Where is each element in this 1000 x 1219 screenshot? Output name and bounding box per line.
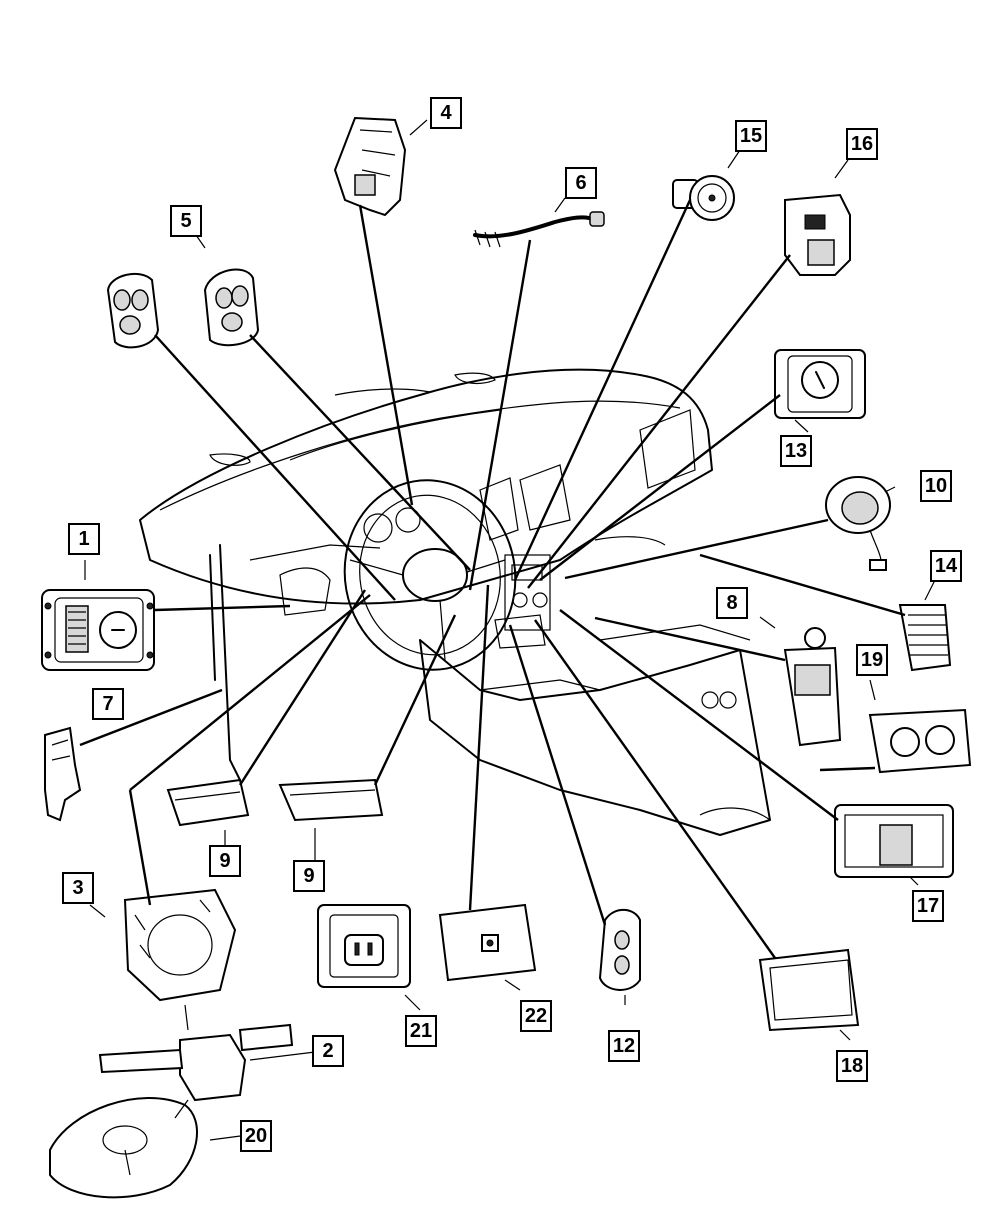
callout-7: 7 bbox=[92, 688, 124, 720]
power-outlet-part bbox=[317, 904, 411, 988]
switch-bezel-part bbox=[834, 804, 954, 878]
callout-16: 16 bbox=[846, 128, 878, 160]
callout-3: 3 bbox=[62, 872, 94, 904]
ignition-switch-part bbox=[672, 175, 735, 221]
callout-5: 5 bbox=[170, 205, 202, 237]
airbag-module-part bbox=[49, 1096, 198, 1199]
callout-13: 13 bbox=[780, 435, 812, 467]
callout-14: 14 bbox=[930, 550, 962, 582]
callout-6: 6 bbox=[565, 167, 597, 199]
leader-lines bbox=[79, 119, 936, 1141]
switch-module-left-part bbox=[166, 778, 250, 827]
steering-wheel-switch-right-part bbox=[203, 268, 260, 347]
console-bezel-part bbox=[758, 948, 860, 1032]
callout-1: 1 bbox=[68, 523, 100, 555]
headlamp-switch-part bbox=[41, 589, 155, 671]
callout-18: 18 bbox=[836, 1050, 868, 1082]
callout-15: 15 bbox=[735, 120, 767, 152]
callout-10: 10 bbox=[920, 470, 952, 502]
steering-wheel-switch-left-part bbox=[106, 272, 160, 349]
callout-22: 22 bbox=[520, 1000, 552, 1032]
callout-4: 4 bbox=[430, 97, 462, 129]
outlet-cover-part bbox=[438, 903, 537, 982]
climate-control-switch-part bbox=[774, 349, 866, 419]
steering-column-bracket-part bbox=[333, 116, 407, 217]
callout-12: 12 bbox=[608, 1030, 640, 1062]
ring-sensor-part bbox=[825, 476, 891, 571]
power-switch-module-part bbox=[784, 193, 851, 276]
callout-21: 21 bbox=[405, 1015, 437, 1047]
rear-switch-part bbox=[598, 908, 641, 991]
callout-9-left: 9 bbox=[209, 845, 241, 877]
console-switch-part bbox=[783, 627, 842, 747]
switch-module-right-part bbox=[278, 778, 384, 822]
wiring-cable-part bbox=[473, 211, 605, 248]
callout-2: 2 bbox=[312, 1035, 344, 1067]
callout-20: 20 bbox=[240, 1120, 272, 1152]
heater-control-part bbox=[868, 708, 972, 774]
callout-9-right: 9 bbox=[293, 860, 325, 892]
callout-19: 19 bbox=[856, 644, 888, 676]
blower-resistor-part bbox=[898, 604, 952, 672]
switch-bracket-part bbox=[44, 726, 82, 822]
clockspring-part bbox=[123, 888, 237, 1002]
multifunction-switch-part bbox=[98, 1023, 294, 1102]
callout-17: 17 bbox=[912, 890, 944, 922]
instrument-panel bbox=[139, 368, 771, 836]
callout-8: 8 bbox=[716, 587, 748, 619]
